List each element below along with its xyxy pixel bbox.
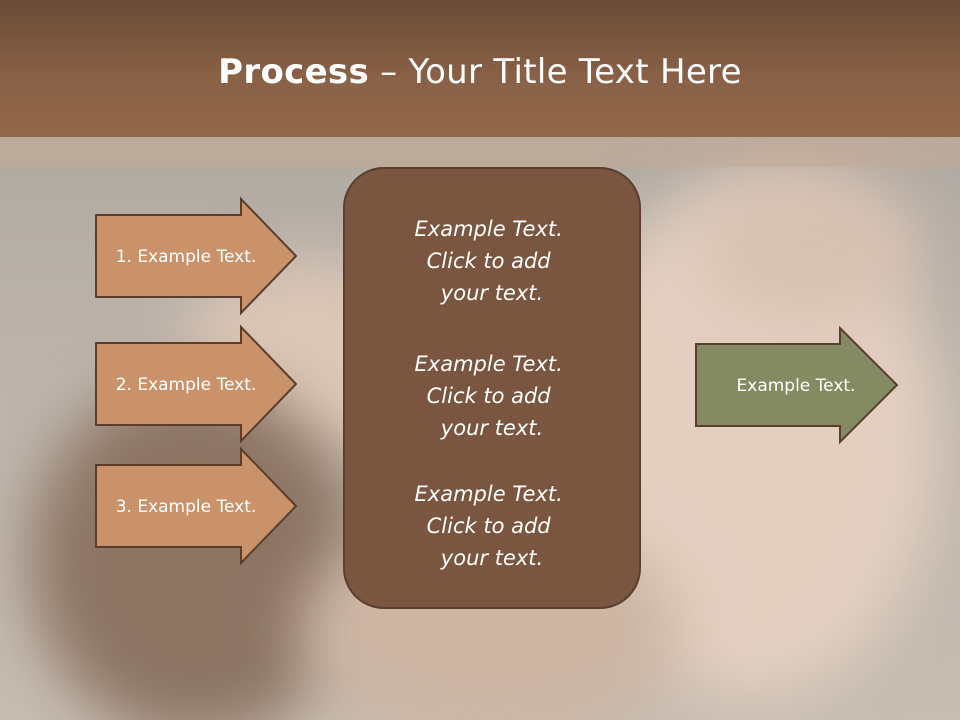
center-box[interactable]: Example Text. Click to add your text. Ex… [343, 167, 641, 609]
center-line: your text. [440, 416, 543, 440]
output-arrow-label: Example Text. [737, 376, 856, 396]
center-line: Click to add [427, 249, 552, 273]
input-arrow-1[interactable]: 1. Example Text. [95, 196, 298, 316]
title-rest: – Your Title Text Here [369, 52, 742, 92]
center-text-block-2: Example Text. Click to add your text. [415, 352, 570, 440]
title-bar [0, 0, 960, 137]
output-arrow[interactable]: Example Text. [695, 325, 899, 445]
input-arrow-3[interactable]: 3. Example Text. [95, 446, 298, 566]
center-line: Example Text. [415, 217, 563, 241]
center-line: Example Text. [415, 352, 563, 376]
input-arrow-2-label: 2. Example Text. [116, 375, 257, 395]
input-arrow-2[interactable]: 2. Example Text. [95, 324, 298, 444]
center-line: Example Text. [415, 482, 563, 506]
center-line: Click to add [427, 384, 552, 408]
center-line: your text. [440, 546, 543, 570]
center-line: Click to add [427, 514, 552, 538]
center-line: your text. [440, 281, 543, 305]
title-bold: Process [218, 52, 370, 92]
input-arrow-1-label: 1. Example Text. [116, 247, 257, 267]
slide-title: Process – Your Title Text Here [0, 52, 960, 92]
center-text-block-3: Example Text. Click to add your text. [415, 482, 570, 570]
title-band [0, 137, 960, 167]
input-arrow-3-label: 3. Example Text. [116, 497, 257, 517]
center-text-block-1: Example Text. Click to add your text. [415, 217, 570, 305]
